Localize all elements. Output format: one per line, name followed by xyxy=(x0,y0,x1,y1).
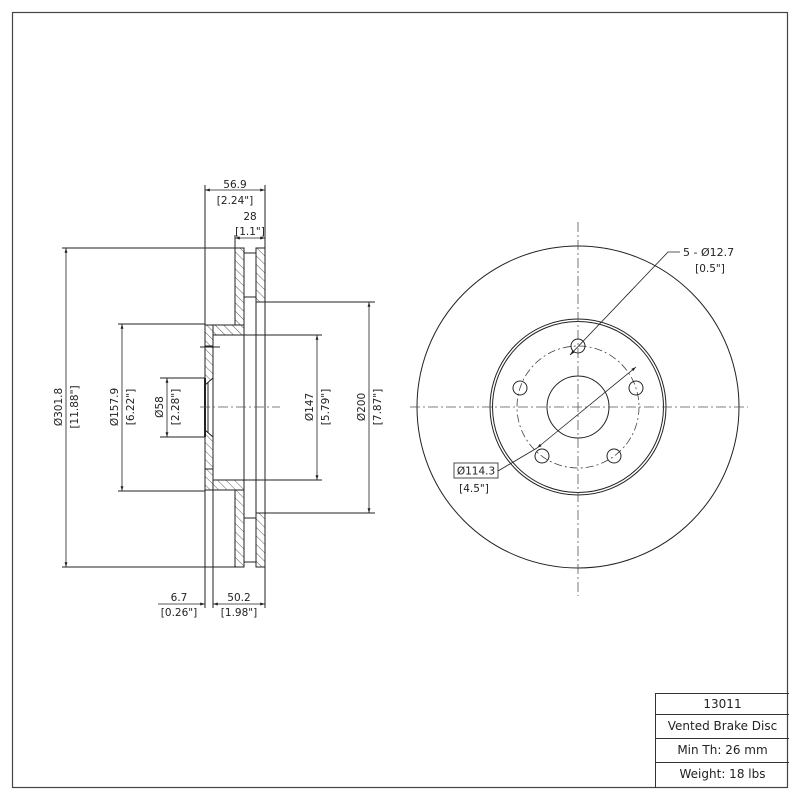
section-dimensions xyxy=(64,188,371,606)
bolt-circle-in: [4.5"] xyxy=(459,483,489,495)
part-number: 13011 xyxy=(656,694,789,715)
bolt-holes-in: [0.5"] xyxy=(695,263,725,275)
center-bore-mm: Ø58 xyxy=(154,396,166,418)
hat-inner-diameter-in: [5.79"] xyxy=(320,389,332,425)
outer-plate-bottom xyxy=(234,489,245,568)
hat-wall-mm: 6.7 xyxy=(171,592,188,604)
title-block: 13011 Vented Brake Disc Min Th: 26 mm We… xyxy=(655,693,789,786)
section-view xyxy=(62,185,375,608)
hat-inner-diameter-mm: Ø147 xyxy=(304,393,316,421)
outer-diameter-in: [11.88"] xyxy=(69,385,81,428)
bolt-circle-label-box xyxy=(453,462,499,479)
bolt-hole xyxy=(606,448,622,464)
inner-plate-top xyxy=(255,247,266,303)
hat-bottom-wall xyxy=(204,428,214,470)
inner-friction-diameter-in: [7.87"] xyxy=(372,389,384,425)
hat-outer-diameter-mm: Ø157.9 xyxy=(109,388,121,426)
hat-wall-in: [0.26"] xyxy=(161,607,197,619)
bolt-circle-mm: Ø114.3 xyxy=(457,466,495,478)
part-description: Vented Brake Disc xyxy=(656,715,789,739)
bolt-hole xyxy=(534,448,550,464)
hat-outer-diameter-in: [6.22"] xyxy=(125,389,137,425)
inner-plate-bottom xyxy=(255,512,266,568)
hat-top-wall xyxy=(204,345,214,387)
outer-diameter-mm: Ø301.8 xyxy=(53,388,65,426)
weight: Weight: 18 lbs xyxy=(679,767,766,781)
min-thickness: Min Th: 26 mm xyxy=(656,739,789,763)
inner-friction-diameter-mm: Ø200 xyxy=(356,393,368,421)
bolt-holes-mm: 5 - Ø12.7 xyxy=(683,246,734,259)
center-bore-in: [2.28"] xyxy=(170,389,182,425)
hat-depth-mm: 50.2 xyxy=(227,592,250,604)
drawing-frame xyxy=(11,11,789,789)
overall-width-in: [2.24"] xyxy=(217,195,253,207)
rotor-thickness-in: [1.1"] xyxy=(235,226,265,238)
rotor-thickness-mm: 28 xyxy=(243,211,256,223)
hat-depth-in: [1.98"] xyxy=(221,607,257,619)
overall-width-mm: 56.9 xyxy=(223,179,246,191)
outer-plate-top xyxy=(234,247,245,326)
bolt-hole xyxy=(512,380,528,396)
front-leaders xyxy=(497,251,680,472)
